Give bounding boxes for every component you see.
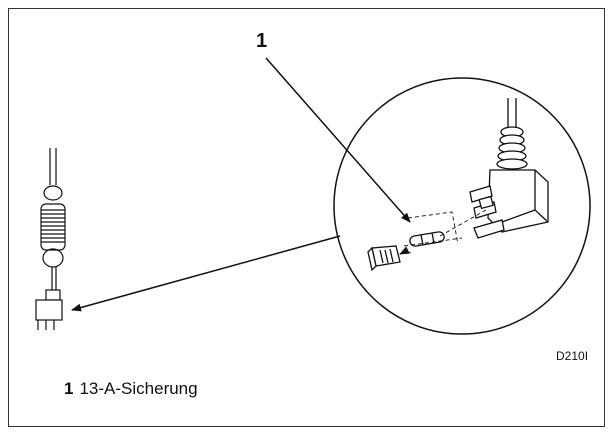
legend-item-text: 13-A-Sicherung [79,379,198,398]
plug-icon [35,289,63,330]
plug-detail-icon [469,98,549,239]
power-cord-icon [40,148,66,290]
callout-arrow [265,57,411,223]
legend-item-number: 1 [64,379,74,398]
callout-number: 1 [256,30,268,52]
detail-arrow [71,235,341,312]
insert-arrow [399,246,410,255]
fuse-cover-icon [367,245,401,272]
fuse-icon [409,231,445,247]
legend: 1 13-A-Sicherung [64,379,198,399]
figure-code: D210I [556,349,589,363]
magnifier-circle [333,77,591,335]
